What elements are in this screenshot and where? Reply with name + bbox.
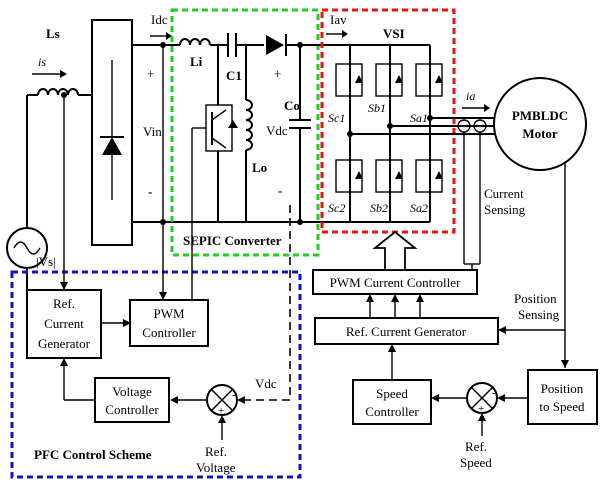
- ref-current-generator-label: Ref. Current Generator: [346, 324, 467, 339]
- label-vs: |Vs|: [36, 254, 56, 269]
- pwm-current-controller-block: PWM Current Controller: [312, 269, 478, 295]
- voltage-controller-label-2: Controller: [105, 402, 159, 417]
- pmbldc-motor: PMBLDC Motor: [493, 77, 587, 171]
- label-vdc-feedback: Vdc: [255, 376, 277, 391]
- label-sb2: Sb2: [370, 201, 388, 215]
- speed-minus: -: [492, 387, 496, 399]
- ref-voltage-label-2: Voltage: [196, 460, 236, 475]
- ref-current-gen-left-block: Ref. Current Generator: [26, 289, 102, 359]
- speed-sum-junction: - +: [466, 382, 498, 415]
- diode-bridge: [91, 19, 133, 246]
- vin-plus: +: [147, 66, 154, 81]
- gate-signal-arrow: [372, 230, 418, 271]
- rcg-left-label-3: Generator: [38, 336, 91, 351]
- ref-speed-label-2: Speed: [460, 455, 492, 470]
- speed-controller-label-1: Speed: [376, 386, 408, 401]
- label-c1: C1: [226, 68, 242, 83]
- voltage-controller-label-1: Voltage: [112, 384, 152, 399]
- label-lo: Lo: [252, 160, 267, 175]
- position-to-speed-label-2: to Speed: [539, 399, 585, 414]
- label-pfc: PFC Control Scheme: [34, 447, 152, 462]
- ref-voltage-label-1: Ref.: [205, 444, 227, 459]
- speed-controller-label-2: Controller: [365, 404, 419, 419]
- speed-plus: +: [478, 403, 484, 415]
- vdc-minus: -: [278, 183, 282, 198]
- label-sc1: Sc1: [328, 111, 345, 125]
- label-current-sensing-2: Sensing: [484, 202, 526, 217]
- label-vsi: VSI: [383, 26, 405, 41]
- label-vdc: Vdc: [266, 123, 288, 138]
- vsi-box: [320, 8, 456, 234]
- ac-source: [6, 95, 92, 306]
- label-is: is: [38, 55, 46, 69]
- label-co: Co: [284, 98, 300, 113]
- sepic-switch: [192, 45, 238, 222]
- capacitor-co: Co Vdc + -: [266, 45, 311, 222]
- ref-current-generator-block: Ref. Current Generator: [314, 317, 499, 345]
- label-ia: ia: [466, 89, 475, 103]
- label-sepic: SEPIC Converter: [183, 233, 282, 248]
- label-position-sensing-2: Sensing: [518, 307, 560, 322]
- rcg-left-label-2: Current: [44, 316, 84, 331]
- label-li: Li: [190, 54, 203, 69]
- position-to-speed-label-1: Position: [541, 381, 584, 396]
- label-iav: Iav: [330, 12, 347, 27]
- rcg-left-label-1: Ref.: [53, 296, 75, 311]
- voltage-sum-junction: - +: [206, 384, 238, 417]
- label-sa1: Sa1: [410, 111, 428, 125]
- sepic-box: [170, 8, 320, 257]
- inductor-ls: Ls: [27, 26, 92, 96]
- speed-controller-block: Speed Controller: [352, 379, 432, 425]
- label-position-sensing-1: Position: [514, 291, 557, 306]
- pwm-controller-label-1: PWM: [153, 306, 185, 321]
- label-sb1: Sb1: [368, 101, 386, 115]
- inductor-lo: Lo: [245, 45, 267, 222]
- label-vin: Vin: [143, 124, 162, 139]
- vdc-plus: +: [274, 66, 281, 81]
- voltage-controller-block: Voltage Controller: [94, 377, 170, 423]
- voltage-minus: -: [232, 389, 236, 401]
- motor-label-2: Motor: [522, 126, 558, 141]
- position-to-speed-block: Position to Speed: [527, 369, 598, 425]
- is-arrow: is: [32, 55, 67, 78]
- label-ls: Ls: [46, 26, 60, 41]
- pwm-current-controller-label: PWM Current Controller: [330, 275, 461, 290]
- pfc-box: [10, 270, 302, 479]
- vin-minus: -: [148, 184, 152, 199]
- voltage-plus: +: [218, 405, 224, 417]
- label-current-sensing-1: Current: [484, 186, 524, 201]
- label-sa2: Sa2: [410, 201, 428, 215]
- pwm-controller-label-2: Controller: [142, 325, 196, 340]
- pwm-controller-block: PWM Controller: [129, 299, 209, 347]
- label-sc2: Sc2: [328, 201, 345, 215]
- capacitor-c1: C1: [226, 33, 264, 83]
- ref-to-pwm-arrows: [366, 294, 424, 318]
- motor-label-1: PMBLDC: [512, 108, 568, 123]
- label-idc: Idc: [151, 12, 168, 27]
- ref-speed-label-1: Ref.: [465, 439, 487, 454]
